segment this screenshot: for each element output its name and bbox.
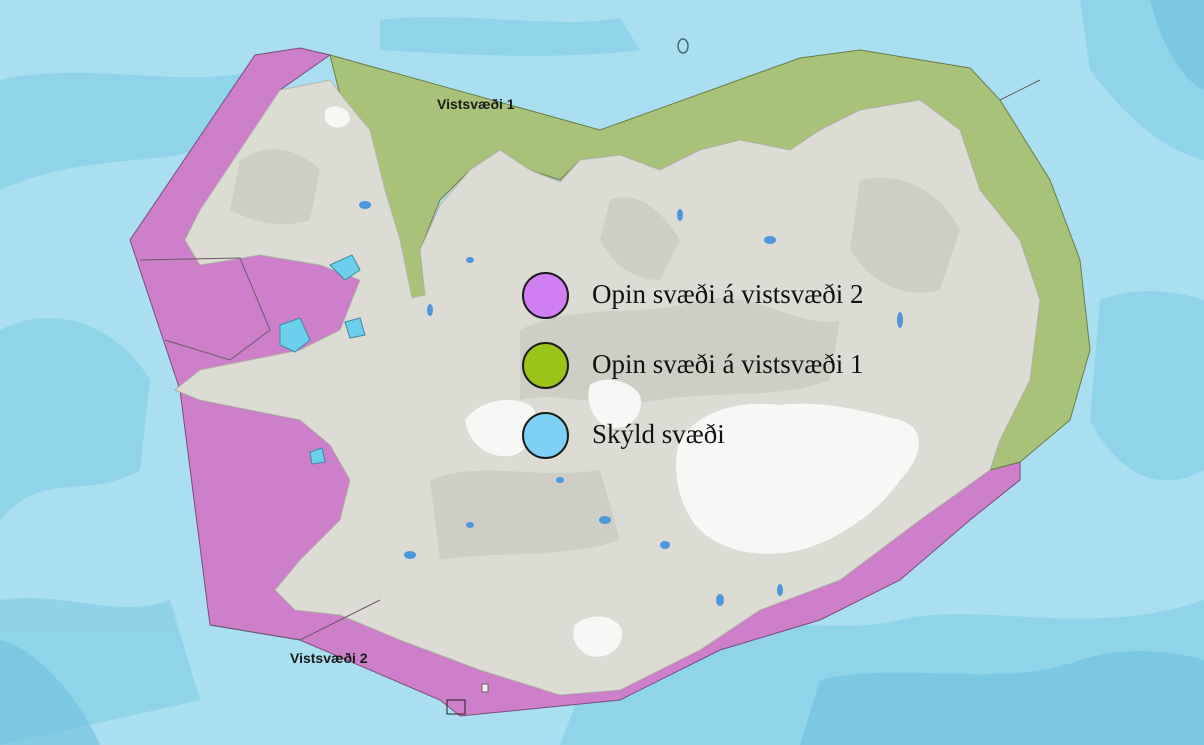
blue-circle-icon: [522, 412, 569, 459]
legend-label: Skýld svæði: [592, 419, 725, 449]
legend-label: Opin svæði á vistsvæði 2: [592, 279, 864, 309]
glacier-vatnajokull: [676, 403, 919, 554]
terrain-relief: [230, 149, 960, 560]
purple-circle-icon: [522, 272, 569, 319]
small-marker: [446, 699, 466, 715]
glacier-langjokull: [465, 400, 538, 457]
glacier-north: [325, 106, 350, 128]
glacier-hofsjokull: [588, 379, 641, 429]
lakes: [359, 201, 903, 606]
small-marker-2: [481, 683, 489, 693]
glacier-myrdalsjokull: [573, 616, 623, 657]
legend-label: Opin svæði á vistsvæði 1: [592, 349, 864, 379]
zone-boundaries: [139, 79, 1041, 641]
zone2-label: Vistsvæði 2: [290, 650, 368, 666]
green-circle-icon: [522, 342, 569, 389]
protected-areas: [279, 254, 366, 465]
small-island: [677, 38, 689, 54]
glaciers: [325, 106, 919, 657]
zone1-label: Vistsvæði 1: [437, 96, 515, 112]
